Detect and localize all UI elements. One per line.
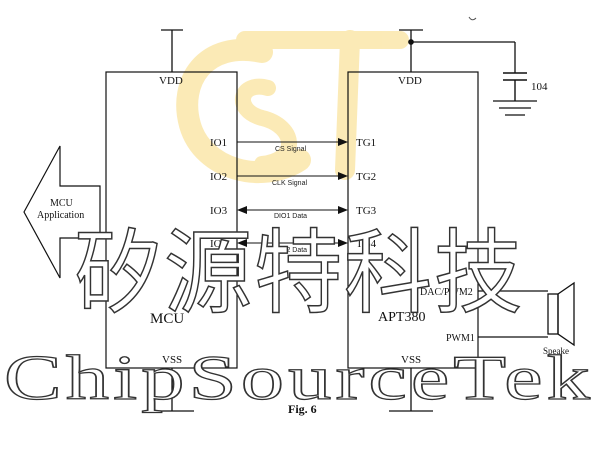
signal-label-clk: CLK Signal — [272, 180, 307, 187]
apt-vss-rail — [389, 368, 433, 412]
mcu-pin-io3: IO3 — [210, 205, 228, 217]
apt-pin-tg3: TG3 — [356, 205, 377, 217]
mcu-vdd-label: VDD — [159, 75, 183, 87]
watermark-english: ChipSourceTek — [4, 342, 594, 413]
figure-caption: Fig. 6 — [288, 402, 317, 416]
mcu-pin-io4: IO4 — [210, 238, 228, 250]
apt-vdd-label: VDD — [398, 75, 422, 87]
apt-pin-tg4: TG4 — [356, 238, 377, 250]
apt-vss-label: VSS — [401, 354, 421, 366]
app-arrow-line1: MCU — [50, 198, 74, 209]
signal-label-cs: CS Signal — [275, 146, 307, 153]
scan-mark — [468, 16, 477, 21]
capacitor-label: 104 — [531, 81, 548, 93]
watermark-chinese: 矽源特科技 — [74, 220, 524, 327]
mcu-vdd-rail — [161, 29, 183, 72]
apt-pin-pwm1: PWM1 — [446, 333, 475, 344]
mcu-vss-label: VSS — [162, 354, 182, 366]
apt-pin-tg2: TG2 — [356, 171, 376, 183]
apt-vdd-rail — [399, 29, 516, 73]
signal-label-dio1: DIO1 Data — [274, 213, 307, 220]
apt380-chip — [347, 71, 479, 369]
signal-label-dio2: DIO2 Data — [274, 247, 307, 254]
apt-pin-tg1: TG1 — [356, 137, 376, 149]
mcu-application-arrow — [23, 145, 101, 279]
signal-arrows — [237, 138, 348, 247]
app-arrow-line2: Application — [37, 210, 84, 221]
capacitor-104 — [503, 72, 527, 101]
mcu-pin-io1: IO1 — [210, 137, 227, 149]
speaker-icon — [478, 281, 575, 347]
speaker-label: Speake — [543, 346, 569, 356]
mcu-pin-io2: IO2 — [210, 171, 227, 183]
ground-symbol — [493, 100, 537, 116]
mcu-name: MCU — [150, 311, 184, 327]
apt380-name: APT380 — [378, 310, 425, 325]
mcu-vss-rail — [150, 368, 194, 412]
apt-pin-dac-pwm2: DAC/PWM2 — [420, 287, 473, 298]
